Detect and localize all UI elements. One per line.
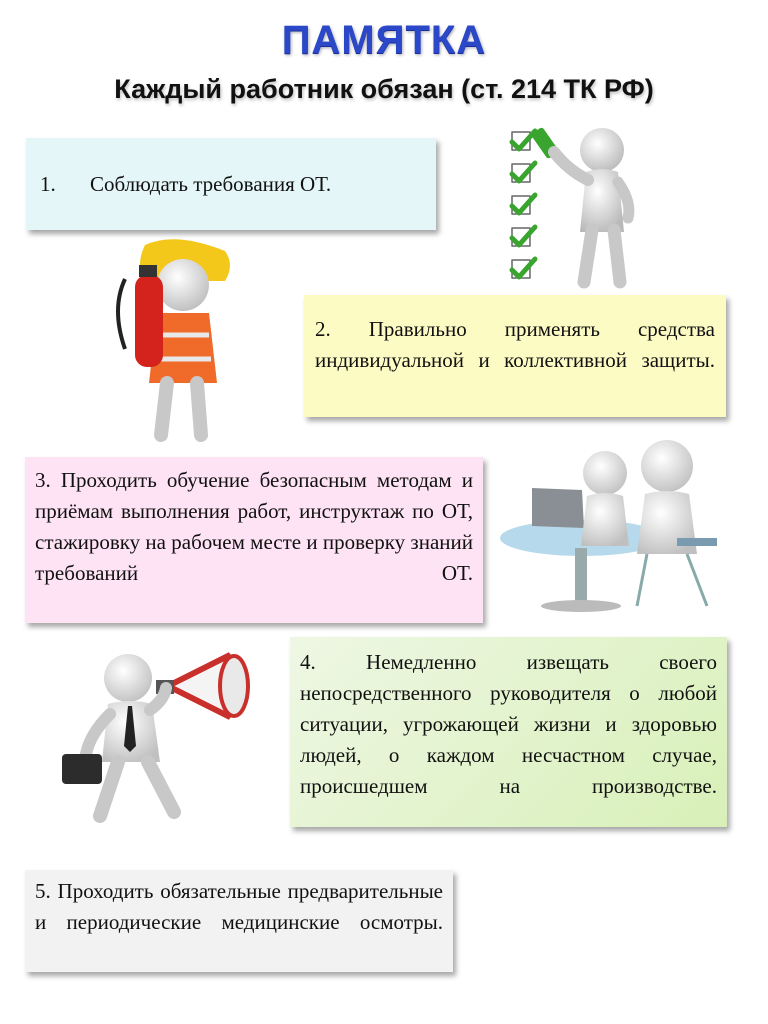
- firefighter-figure-icon: [116, 239, 230, 442]
- item-card-1: 1. Соблюдать требования ОТ.: [26, 138, 436, 230]
- item-text-3: 3. Проходить обучение безопасным методам…: [35, 468, 473, 585]
- item-card-5: 5. Проходить обязательные предварительны…: [25, 870, 453, 972]
- meeting-figures-icon: [500, 440, 717, 612]
- item-card-2: 2. Правильно применять средства индивиду…: [304, 295, 726, 417]
- item-card-3: 3. Проходить обучение безопасным методам…: [25, 457, 483, 623]
- checklist-figure-icon: [509, 127, 635, 289]
- item-text-5: 5. Проходить обязательные предварительны…: [35, 879, 443, 934]
- item-number-1: 1.: [40, 172, 56, 196]
- item-card-4: 4. Немедленно извещать своего непосредст…: [290, 637, 727, 827]
- item-text-4: 4. Немедленно извещать своего непосредст…: [300, 650, 717, 798]
- page-title: ПАМЯТКА: [281, 18, 487, 62]
- page-subtitle: Каждый работник обязан (ст. 214 ТК РФ): [114, 74, 654, 104]
- item-text-2: 2. Правильно применять средства индивиду…: [315, 317, 715, 372]
- item-text-1: Соблюдать требования ОТ.: [90, 172, 332, 196]
- megaphone-figure-icon: [62, 652, 250, 823]
